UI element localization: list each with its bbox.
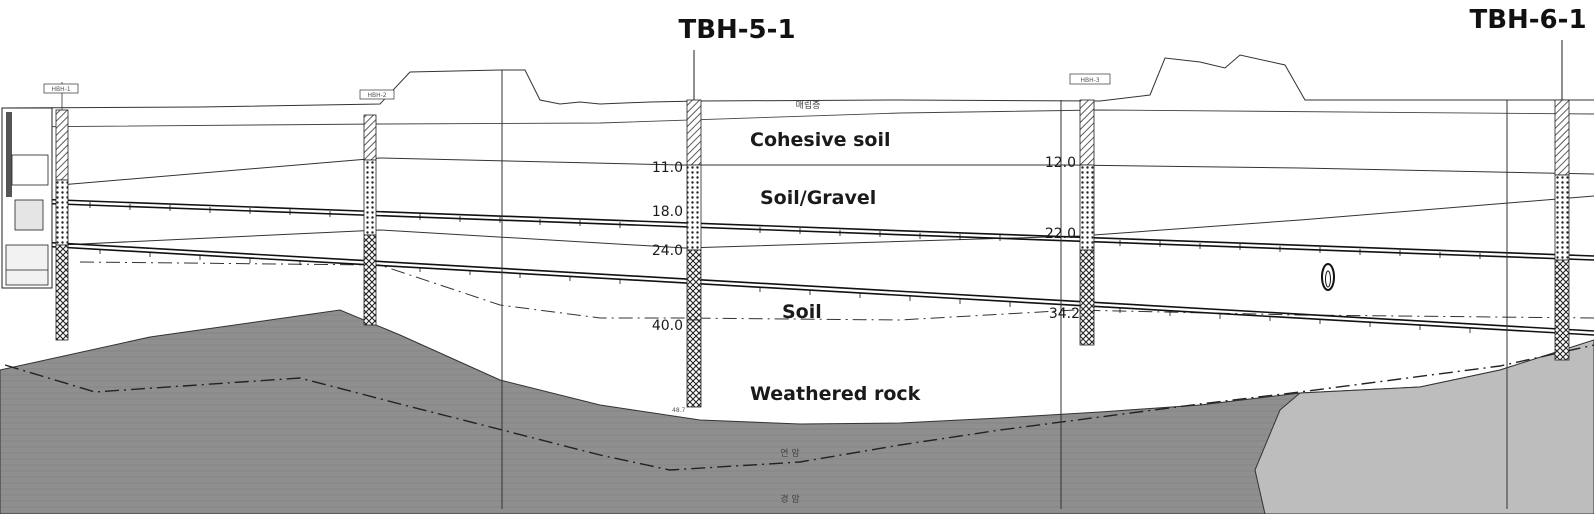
rock-block-right bbox=[1254, 339, 1594, 515]
zone-cohesive-soil: Cohesive soil bbox=[750, 129, 891, 151]
borehole-hbh3 bbox=[1079, 99, 1095, 346]
zone-soil: Soil bbox=[782, 301, 822, 323]
layer-line-fill bbox=[4, 109, 1594, 128]
tag-hbh1: HBH-1 bbox=[43, 83, 79, 94]
depth-11: 11.0 bbox=[652, 160, 683, 176]
layer-line-soil-gravel bbox=[59, 195, 1594, 249]
rock-mass bbox=[0, 309, 1594, 515]
zone-weathered-rock: Weathered rock bbox=[750, 383, 921, 405]
depth-24: 24.0 bbox=[652, 243, 683, 259]
borehole-hbh2 bbox=[363, 114, 377, 326]
depth-40: 40.0 bbox=[652, 318, 683, 334]
title-tbh61: TBH-6-1 bbox=[1469, 5, 1586, 35]
depth-22: 22.0 bbox=[1045, 226, 1076, 242]
depth-12: 12.0 bbox=[1045, 155, 1076, 171]
title-tbh51: TBH-5-1 bbox=[678, 15, 795, 45]
depth-48-7: 48.7 bbox=[672, 407, 686, 414]
tunnel-section-oval bbox=[1321, 263, 1335, 291]
depth-18: 18.0 bbox=[652, 204, 683, 220]
label-hard-rock: 경 암 bbox=[780, 493, 799, 505]
tunnel-invert bbox=[4, 239, 1594, 336]
zone-soil-gravel: Soil/Gravel bbox=[760, 187, 876, 209]
label-fill: 매립층 bbox=[796, 100, 821, 111]
tag-hbh2: HBH-2 bbox=[359, 89, 395, 100]
tunnel-crown bbox=[4, 197, 1594, 261]
tag-hbh3: HBH-3 bbox=[1069, 73, 1111, 85]
svg-text:HBH-3: HBH-3 bbox=[1080, 77, 1099, 84]
borehole-tbh51 bbox=[686, 50, 702, 408]
existing-structure bbox=[1, 107, 53, 289]
label-soft-rock: 연 암 bbox=[780, 447, 799, 459]
rock-boundary-line bbox=[4, 344, 1594, 471]
svg-text:HBH-2: HBH-2 bbox=[367, 92, 386, 99]
depth-34-2: 34.2 bbox=[1049, 306, 1080, 322]
svg-text:HBH-1: HBH-1 bbox=[51, 86, 70, 93]
borehole-tbh61 bbox=[1554, 40, 1570, 361]
layer-line-cohesive bbox=[59, 157, 1594, 186]
borehole-hbh1 bbox=[55, 82, 69, 341]
